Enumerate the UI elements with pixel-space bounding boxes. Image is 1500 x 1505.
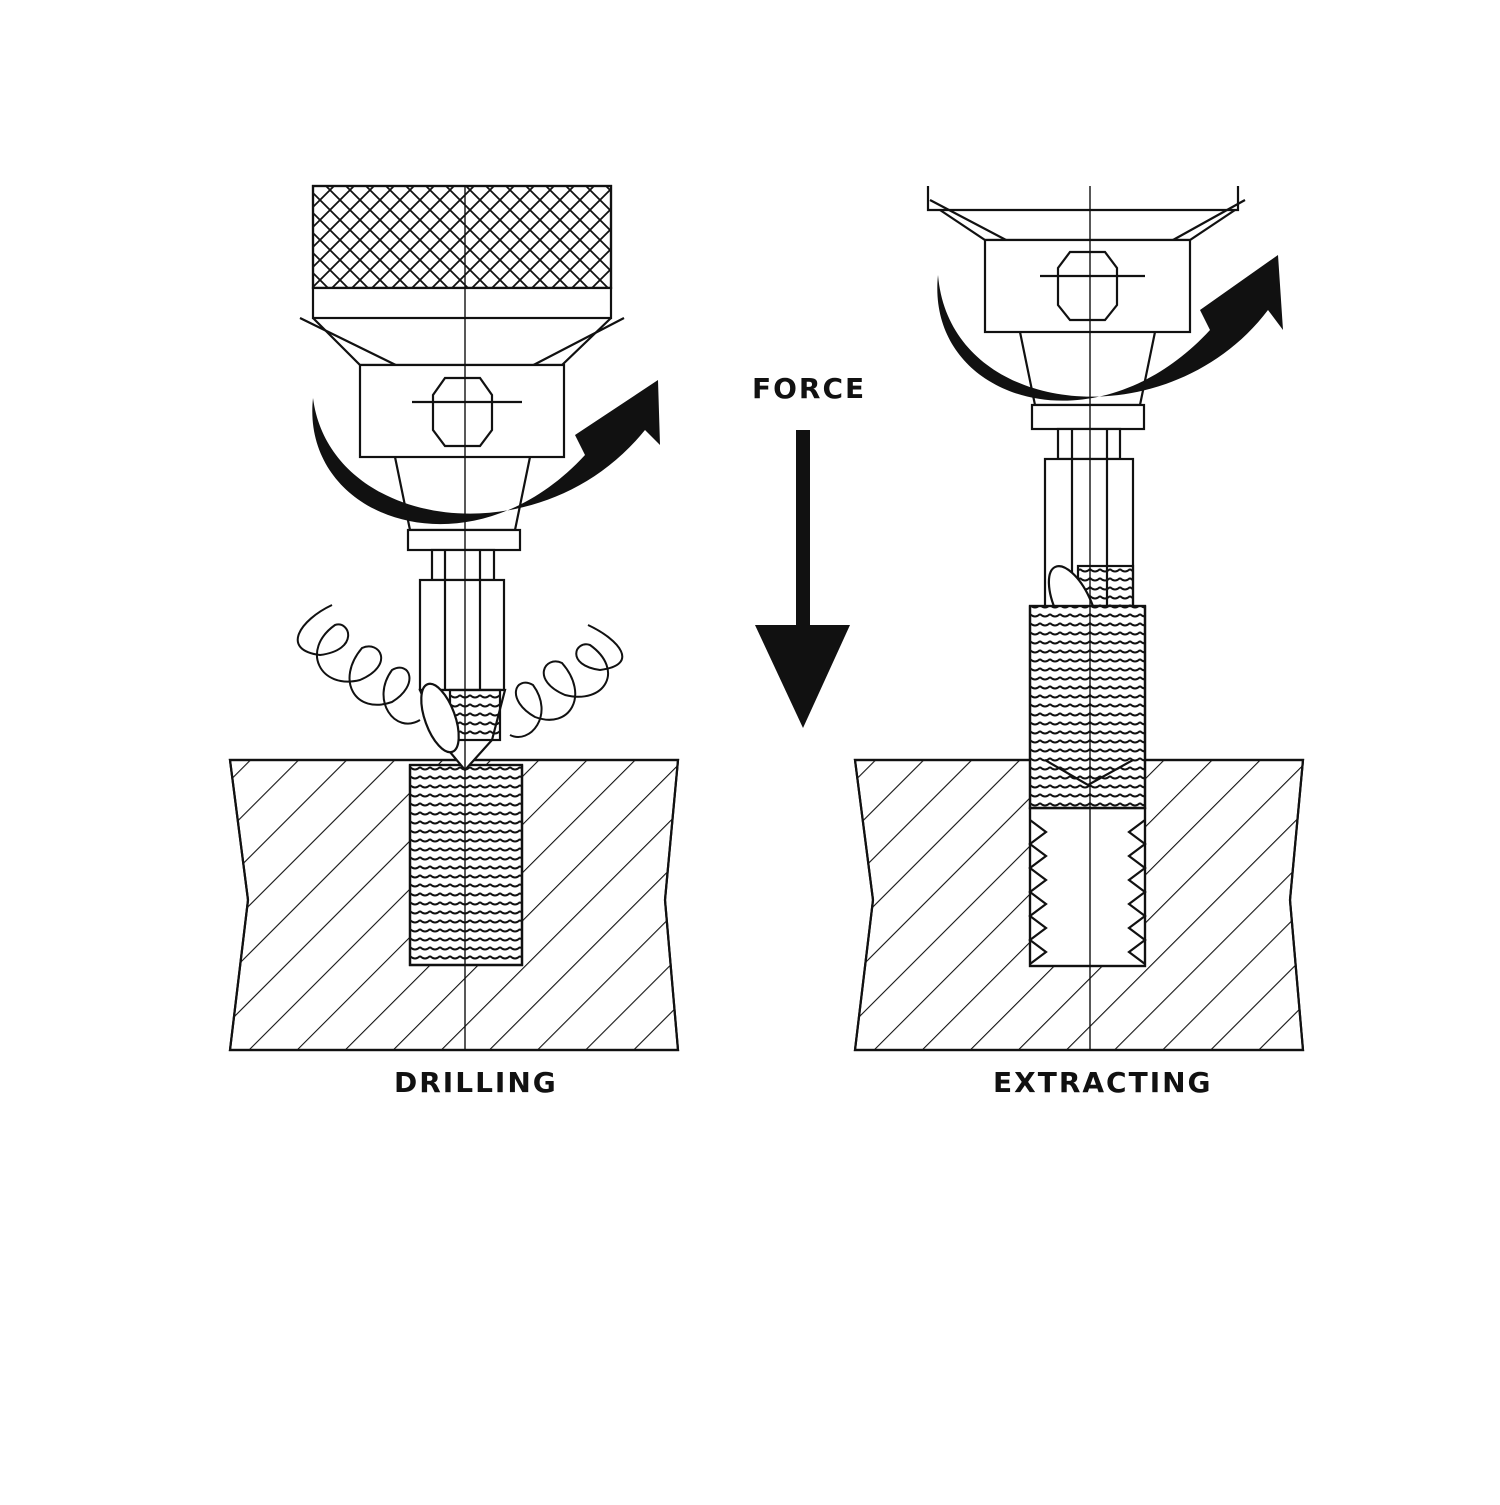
extracting-illustration <box>853 186 1305 1052</box>
drilling-label: DRILLING <box>394 1066 558 1099</box>
broken-screw <box>1028 604 1147 810</box>
drill-tip-left <box>418 682 507 772</box>
drill-chuck-left <box>299 184 625 552</box>
drill-chuck-right <box>926 186 1246 431</box>
workpiece-right <box>853 758 1305 1052</box>
bit-shank-right <box>1043 427 1135 645</box>
metal-chips-left <box>296 604 624 738</box>
extracting-label: EXTRACTING <box>993 1066 1213 1099</box>
bit-shank-left <box>418 548 506 692</box>
drilling-illustration <box>228 184 680 1052</box>
force-label: FORCE <box>752 372 867 405</box>
rotation-arrow-right <box>937 255 1283 401</box>
workpiece-left <box>228 758 680 1052</box>
rotation-arrow-left <box>312 380 660 525</box>
force-arrow <box>755 430 850 728</box>
